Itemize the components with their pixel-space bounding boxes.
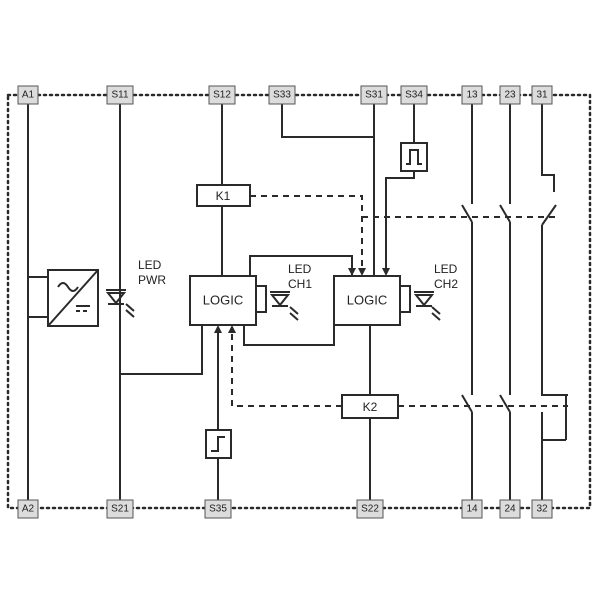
relay-k2	[341, 394, 399, 419]
svg-text:S31: S31	[365, 90, 383, 101]
arrow-k1-logic2	[358, 268, 366, 276]
logic-block-1	[189, 275, 257, 326]
led-ch1-icon	[256, 285, 299, 321]
wire-logic-cross-bottom	[243, 300, 335, 346]
power-supply-icon	[47, 269, 99, 327]
terminal-s22: S22	[356, 499, 384, 519]
svg-text:S12: S12	[213, 90, 231, 101]
terminal-23: 23	[499, 85, 521, 105]
wire-31-nc-bottom	[541, 412, 566, 441]
terminal-s34: S34	[400, 85, 428, 105]
step-signal-icon	[205, 429, 232, 459]
svg-text:S11: S11	[111, 90, 128, 101]
arrow-s34-logic2	[382, 268, 390, 276]
led-ch2-label-line2: CH2	[434, 277, 458, 291]
led-pwr-icon	[105, 289, 135, 318]
contact-23-k2	[499, 394, 511, 413]
svg-text:31: 31	[536, 90, 548, 101]
wire-s11-logic1	[120, 325, 203, 375]
svg-text:32: 32	[536, 504, 548, 515]
logic-block-2	[333, 275, 401, 326]
svg-text:S33: S33	[273, 90, 291, 101]
pulse-signal-icon	[400, 142, 428, 172]
k2-link-logic1	[231, 327, 342, 407]
relay-k1	[196, 184, 251, 207]
svg-text:23: 23	[504, 90, 516, 101]
terminal-a2: A2	[17, 499, 39, 519]
logic-block-1-label: LOGIC	[203, 293, 243, 308]
relay-k2-label: K2	[363, 400, 378, 414]
terminal-s11: S11	[106, 85, 134, 105]
terminal-31: 31	[531, 85, 553, 105]
svg-text:13: 13	[466, 90, 478, 101]
contact-13-k2	[461, 394, 473, 413]
contact-23-k1	[499, 204, 511, 223]
led-pwr-label-line2: PWR	[138, 273, 166, 287]
k1-link-logic2	[250, 195, 363, 274]
terminal-a1: A1	[17, 85, 39, 105]
led-ch1-label-line1: LED	[288, 262, 312, 276]
led-ch2-icon	[400, 285, 441, 321]
svg-text:A2: A2	[22, 504, 35, 515]
terminal-13: 13	[461, 85, 483, 105]
contact-31-k1	[541, 204, 557, 226]
led-pwr-label-line1: LED	[138, 258, 162, 272]
terminal-24: 24	[499, 499, 521, 519]
terminal-s33: S33	[268, 85, 296, 105]
svg-text:A1: A1	[22, 90, 35, 101]
terminal-s12: S12	[208, 85, 236, 105]
led-ch1-label-line2: CH1	[288, 277, 312, 291]
relay-k1-label: K1	[216, 189, 231, 203]
svg-text:S21: S21	[111, 504, 129, 515]
terminal-s21: S21	[106, 499, 134, 519]
arrow-k2-logic1	[228, 325, 236, 333]
contact-13-k1	[461, 204, 473, 223]
terminal-32: 32	[531, 499, 553, 519]
arrow-logic1-s35	[214, 325, 222, 333]
terminal-s31: S31	[360, 85, 388, 105]
wire-logic-cross-top	[249, 255, 353, 276]
terminal-14: 14	[461, 499, 483, 519]
svg-text:14: 14	[466, 504, 478, 515]
wire-s33	[281, 104, 374, 138]
wire-31-nc-top	[541, 387, 568, 396]
arrow-cross-top	[348, 268, 356, 276]
terminal-s35: S35	[204, 499, 232, 519]
svg-text:S34: S34	[405, 90, 423, 101]
led-ch2-label-line1: LED	[434, 262, 458, 276]
wire-31-upper	[541, 104, 555, 192]
logic-block-2-label: LOGIC	[347, 293, 387, 308]
wire-pulse-logic2	[385, 171, 415, 274]
enclosure-border	[6, 93, 592, 510]
svg-text:S22: S22	[361, 504, 379, 515]
svg-text:S35: S35	[209, 504, 227, 515]
svg-text:24: 24	[504, 504, 516, 515]
